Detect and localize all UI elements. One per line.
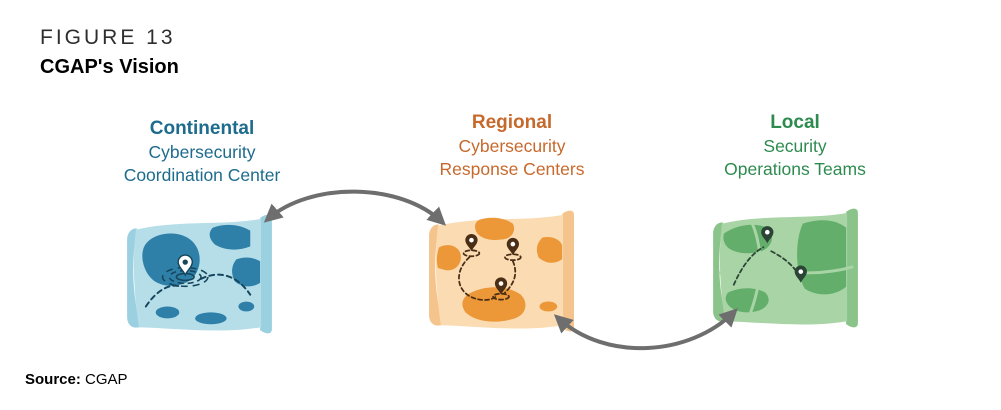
map-scroll-right-edge (260, 214, 272, 334)
source-line: Source: CGAP (25, 371, 128, 388)
map-pin-icon (494, 277, 508, 295)
map-scroll-right-edge (562, 210, 574, 332)
map-scroll-left-edge (713, 222, 727, 322)
continental-subtitle-line1: Cybersecurity (148, 142, 256, 163)
local-subtitle-line2: Operations Teams (724, 159, 866, 180)
local-subtitle-line1: Security (763, 136, 827, 157)
continental-subtitle-line2: Coordination Center (123, 165, 281, 186)
map-roads (718, 220, 854, 322)
map-dashed-routes (144, 273, 252, 308)
continental-map-illustration (127, 214, 272, 334)
source-value: CGAP (85, 371, 128, 388)
map-pin-icon (177, 254, 194, 277)
local-map-illustration (713, 208, 858, 328)
continental-heading-block: Continental Cybersecurity Coordination C… (87, 116, 317, 187)
map-landmass (436, 217, 563, 322)
map-pin-icon (465, 233, 478, 252)
source-label: Source: (25, 371, 81, 388)
continental-title: Continental (149, 118, 255, 139)
arrow-continental-regional (263, 189, 447, 226)
regional-heading-block: Regional Cybersecurity Response Centers (397, 110, 627, 181)
map-pin-icon (506, 237, 520, 256)
map-scroll-left-edge (429, 224, 443, 326)
map-pin-icon (761, 226, 774, 244)
regional-title: Regional (471, 112, 553, 133)
regional-subtitle-line1: Cybersecurity (458, 136, 566, 157)
map-scroll-left-edge (127, 228, 141, 328)
figure-title: CGAP's Vision (40, 56, 179, 78)
map-dashed-routes (458, 249, 522, 301)
map-pin-icon (794, 265, 807, 283)
regional-subtitle-line2: Response Centers (439, 159, 585, 180)
local-heading-block: Local Security Operations Teams (680, 110, 910, 181)
local-title: Local (770, 112, 820, 133)
figure-number-label: FIGURE 13 (40, 26, 176, 49)
regional-map-illustration (429, 210, 574, 332)
